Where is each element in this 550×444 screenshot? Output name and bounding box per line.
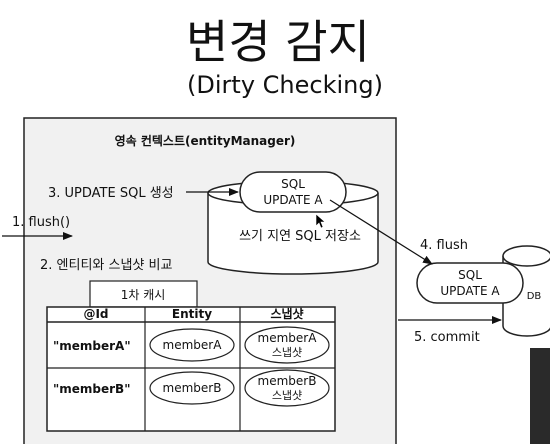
db-sql-entry bbox=[416, 262, 524, 304]
sql-store-entry bbox=[239, 171, 347, 213]
step-flush-db: 4. flush bbox=[420, 238, 468, 253]
sql-store-entry-line1: SQL bbox=[281, 177, 305, 191]
sql-store-entry-line2: UPDATE A bbox=[263, 193, 323, 207]
slide-subtitle: (Dirty Checking) bbox=[187, 71, 383, 99]
snapshot-b-line2: 스냅샷 bbox=[272, 389, 302, 402]
entity-b-label: memberB bbox=[163, 381, 222, 395]
snapshot-a-oval bbox=[244, 326, 330, 364]
step-commit: 5. commit bbox=[414, 330, 480, 345]
mouse-cursor-icon bbox=[315, 213, 326, 229]
cache-row-b-id: "memberB" bbox=[53, 382, 130, 396]
cache-label: 1차 캐시 bbox=[121, 288, 166, 302]
snapshot-a-line2: 스냅샷 bbox=[272, 346, 302, 359]
snapshot-a-line1: memberA bbox=[258, 331, 318, 345]
entity-b-oval bbox=[149, 371, 235, 405]
corner-strip bbox=[530, 348, 550, 444]
db-label: DB bbox=[527, 291, 542, 302]
db-sql-line2: UPDATE A bbox=[440, 284, 500, 298]
snapshot-b-oval bbox=[244, 369, 330, 407]
sql-store-label: 쓰기 지연 SQL 저장소 bbox=[239, 229, 361, 244]
cache-header-snapshot: 스냅샷 bbox=[270, 306, 303, 321]
cache-label-box bbox=[89, 280, 198, 308]
cache-row-a-id: "memberA" bbox=[53, 339, 131, 353]
cache-header-entity: Entity bbox=[172, 307, 212, 321]
cache-header-id: @Id bbox=[83, 307, 108, 321]
step-generate-sql: 3. UPDATE SQL 생성 bbox=[48, 186, 174, 201]
snapshot-b-line1: memberB bbox=[258, 374, 317, 388]
step-flush: 1. flush() bbox=[12, 215, 70, 230]
flush-db-arrow bbox=[329, 199, 433, 265]
entity-a-oval bbox=[149, 328, 235, 362]
persistence-context-label: 영속 컨텍스트(entityManager) bbox=[115, 133, 296, 148]
db-sql-line1: SQL bbox=[458, 268, 482, 282]
entity-a-label: memberA bbox=[163, 338, 223, 352]
slide-title: 변경 감지 bbox=[186, 15, 370, 69]
step-compare: 2. 엔티티와 스냅샷 비교 bbox=[40, 258, 172, 273]
cache-table bbox=[46, 306, 336, 432]
